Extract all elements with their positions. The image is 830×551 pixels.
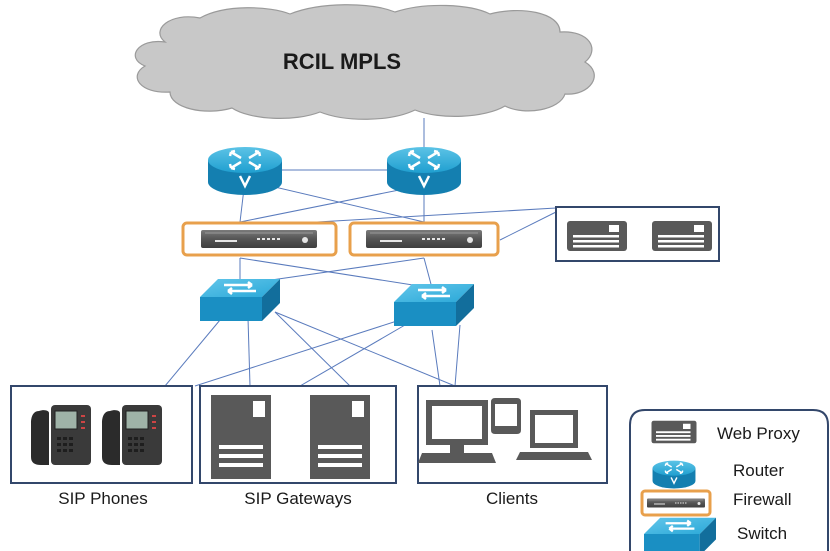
link-fw1-switch2 xyxy=(239,257,433,289)
link-switch1-clients xyxy=(274,311,456,387)
web-proxy-icon xyxy=(652,221,712,251)
web-proxy-icon xyxy=(567,221,627,251)
clients-label: Clients xyxy=(486,489,538,508)
link-switch2-clients2 xyxy=(454,324,461,387)
ip-phone-icon xyxy=(30,404,92,466)
firewall-icon xyxy=(200,229,318,249)
link-fw1-proxy xyxy=(299,207,557,224)
firewall-icon xyxy=(365,229,483,249)
legend-web-proxy-icon xyxy=(651,420,697,444)
legend-web-proxy-label: Web Proxy xyxy=(717,424,800,443)
legend-firewall-label: Firewall xyxy=(733,490,792,509)
sip-gateway-server-icon xyxy=(211,395,271,479)
link-switch2-clients xyxy=(431,329,441,387)
sip-gateway-server-icon xyxy=(310,395,370,479)
legend-switch-label: Switch xyxy=(737,524,787,543)
ip-phone-icon xyxy=(101,404,163,466)
mobile-phone-icon xyxy=(491,398,521,434)
link-switch2-phones xyxy=(194,319,401,387)
legend: Web Proxy Router Firewall Switch xyxy=(629,409,829,551)
link-switch1-gw2 xyxy=(274,311,351,387)
sip-gateways-label: SIP Gateways xyxy=(244,489,351,508)
link-router2-fw1 xyxy=(239,184,425,223)
laptop-icon xyxy=(516,410,592,460)
link-switch2-gw xyxy=(299,324,406,387)
legend-router-label: Router xyxy=(733,461,784,480)
desktop-icon xyxy=(418,400,496,463)
switch-icon xyxy=(198,277,282,323)
switch-icon xyxy=(392,282,476,328)
legend-firewall-icon xyxy=(646,498,706,508)
mpls-cloud: RCIL MPLS xyxy=(134,4,595,120)
link-switch1-gw xyxy=(247,317,251,387)
sip-phones-label: SIP Phones xyxy=(58,489,147,508)
link-switch1-phones xyxy=(164,313,226,387)
cloud-label: RCIL MPLS xyxy=(283,49,401,74)
legend-router-icon xyxy=(651,459,697,490)
link-fw2-switch2 xyxy=(423,257,433,289)
link-fw2-proxy xyxy=(499,211,557,241)
router-icon xyxy=(385,145,463,197)
router-icon xyxy=(206,145,284,197)
